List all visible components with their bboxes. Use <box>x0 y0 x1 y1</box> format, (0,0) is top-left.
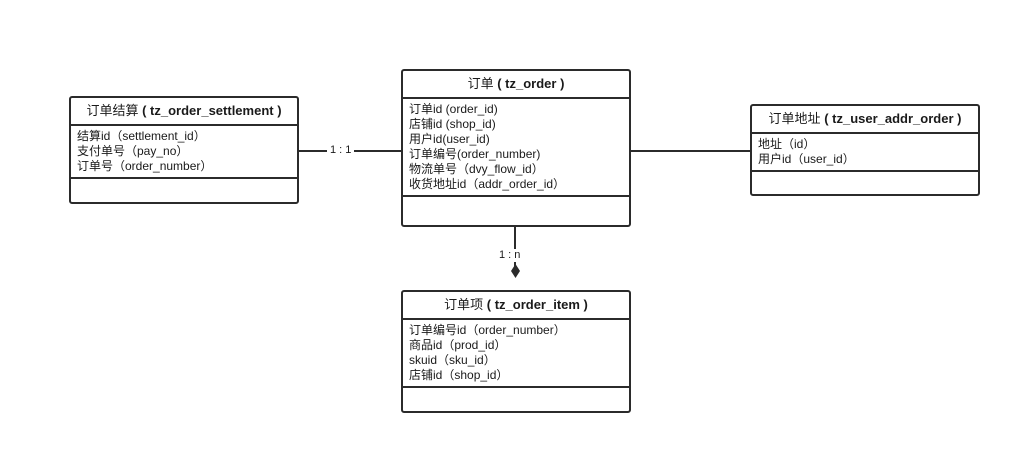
entity-table-name-order-settlement: ( tz_order_settlement ) <box>142 103 282 118</box>
entity-title-order: 订单 ( tz_order ) <box>403 71 629 100</box>
aggregation-diamond-icon <box>511 264 520 278</box>
entity-title-order-item: 订单项 ( tz_order_item ) <box>403 292 629 321</box>
entity-order-settlement[interactable]: 订单结算 ( tz_order_settlement ) 结算id（settle… <box>69 96 299 204</box>
attribute-row: skuid（sku_id） <box>409 353 496 368</box>
attribute-row: 收货地址id（addr_order_id） <box>409 177 566 192</box>
attribute-list-order-item: 订单编号id（order_number） 商品id（prod_id） skuid… <box>403 320 629 389</box>
entity-title-user-addr-order: 订单地址 ( tz_user_addr_order ) <box>752 106 978 135</box>
entity-table-name-order-item: ( tz_order_item ) <box>486 297 588 312</box>
entity-user-addr-order[interactable]: 订单地址 ( tz_user_addr_order ) 地址（id） 用户id（… <box>750 104 980 196</box>
relation-label-settlement-order: 1 : 1 <box>327 144 355 157</box>
attribute-list-order: 订单id (order_id) 店铺id (shop_id) 用户id(user… <box>403 99 629 198</box>
entity-table-name-user-addr-order: ( tz_user_addr_order ) <box>824 111 962 126</box>
relation-label-order-orderitem: 1 : n <box>496 249 524 262</box>
attribute-row: 结算id（settlement_id） <box>77 129 206 144</box>
entity-title-order-settlement: 订单结算 ( tz_order_settlement ) <box>71 98 297 127</box>
entity-order-item[interactable]: 订单项 ( tz_order_item ) 订单编号id（order_numbe… <box>401 290 631 413</box>
attribute-row: 用户id(user_id) <box>409 132 490 147</box>
attribute-row: 商品id（prod_id） <box>409 338 507 353</box>
attribute-row: 订单编号(order_number) <box>409 147 541 162</box>
attribute-list-order-settlement: 结算id（settlement_id） 支付单号（pay_no） 订单号（ord… <box>71 126 297 180</box>
entity-table-name-order: ( tz_order ) <box>497 76 565 91</box>
attribute-list-user-addr-order: 地址（id） 用户id（user_id） <box>752 134 978 173</box>
entity-name-cn-order: 订单 <box>467 76 494 91</box>
attribute-row: 订单id (order_id) <box>409 102 498 117</box>
entity-name-cn-order-settlement: 订单结算 <box>86 103 139 118</box>
attribute-row: 物流单号（dvy_flow_id） <box>409 162 544 177</box>
edge-order-address <box>629 150 752 152</box>
attribute-row: 店铺id (shop_id) <box>409 117 496 132</box>
attribute-row: 订单号（order_number） <box>77 159 213 174</box>
entity-order[interactable]: 订单 ( tz_order ) 订单id (order_id) 店铺id (sh… <box>401 69 631 227</box>
attribute-row: 店铺id（shop_id） <box>409 368 509 383</box>
edge-order-orderitem <box>514 226 516 268</box>
attribute-row: 支付单号（pay_no） <box>77 144 189 159</box>
attribute-row: 地址（id） <box>758 137 816 152</box>
attribute-row: 订单编号id（order_number） <box>409 323 566 338</box>
entity-name-cn-order-item: 订单项 <box>444 297 484 312</box>
attribute-row: 用户id（user_id） <box>758 152 855 167</box>
entity-name-cn-user-addr-order: 订单地址 <box>768 111 821 126</box>
